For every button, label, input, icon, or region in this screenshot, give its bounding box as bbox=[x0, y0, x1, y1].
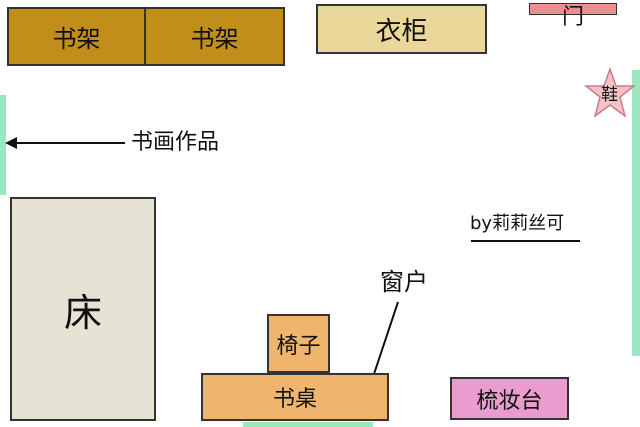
bookshelf-1: 书架 bbox=[7, 7, 146, 66]
wardrobe-label: 衣柜 bbox=[375, 16, 428, 47]
bed-label: 床 bbox=[63, 290, 102, 335]
bookshelf-2: 书架 bbox=[144, 7, 285, 66]
window-label: 窗户 bbox=[380, 268, 428, 296]
chair: 椅子 bbox=[267, 314, 330, 373]
chair-label: 椅子 bbox=[276, 333, 321, 359]
bed: 床 bbox=[10, 197, 156, 421]
bookshelf-1-label: 书架 bbox=[52, 25, 101, 53]
shoe-star-icon bbox=[583, 66, 637, 118]
wardrobe: 衣柜 bbox=[316, 4, 487, 54]
vanity: 梳妆台 bbox=[450, 377, 569, 420]
right-wall-marker bbox=[632, 70, 640, 356]
artwork-wall-marker bbox=[0, 95, 6, 195]
desk: 书桌 bbox=[201, 373, 389, 421]
vanity-label: 梳妆台 bbox=[476, 388, 543, 414]
desk-label: 书桌 bbox=[272, 387, 317, 412]
artwork-arrow-head bbox=[5, 137, 17, 149]
signature: by莉莉丝可 bbox=[470, 213, 565, 234]
window-wall-marker bbox=[243, 422, 373, 427]
shoes-label: 鞋 bbox=[601, 85, 618, 105]
door bbox=[529, 3, 617, 15]
door-label: 门 bbox=[562, 5, 585, 30]
artwork-label: 书画作品 bbox=[131, 130, 220, 155]
bookshelf-2-label: 书架 bbox=[190, 25, 239, 53]
